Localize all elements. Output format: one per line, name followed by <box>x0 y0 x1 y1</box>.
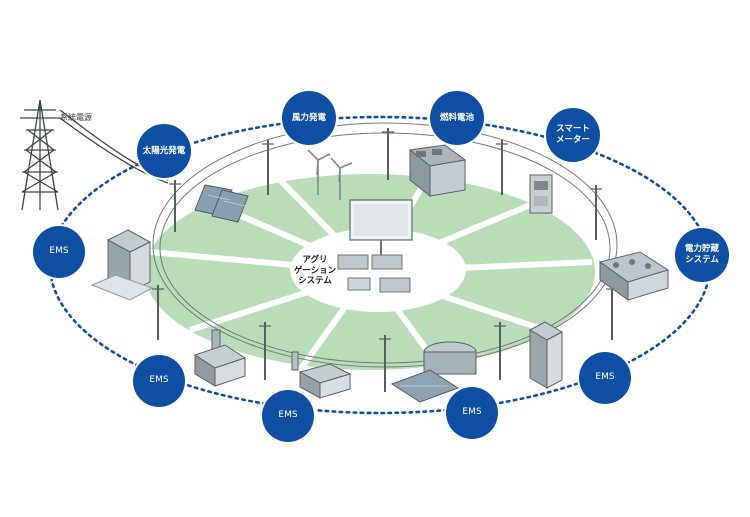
utility-pole-icon <box>259 322 271 380</box>
solar-node: 太陽光発電 <box>137 124 191 178</box>
storage-node: 電力貯蔵 システム <box>675 228 729 282</box>
ems-node-factory: EMS <box>133 355 185 407</box>
utility-pole-icon <box>169 180 181 232</box>
ems-node-label: EMS <box>278 410 298 421</box>
ems-node-label: EMS <box>149 375 169 386</box>
store-icon <box>291 351 352 399</box>
ems-node-apartment: EMS <box>579 352 631 404</box>
utility-pole-icon <box>496 140 508 195</box>
wind-turbine-icon <box>307 149 353 200</box>
utility-pole-icon <box>382 128 394 180</box>
fuel-cell-node: 燃料電池 <box>430 91 484 145</box>
ems-node-store: EMS <box>262 390 314 442</box>
utility-pole-icon <box>379 335 391 392</box>
solar-panel-icon <box>194 184 249 223</box>
smart-meter-node: スマート メーター <box>546 108 600 162</box>
aggregation-label-line-1: アグリ <box>302 255 328 265</box>
utility-pole-icon <box>590 185 602 240</box>
aggregation-label-line-2: ゲーション <box>293 265 337 276</box>
solar-node-label: 太陽光発電 <box>142 145 186 156</box>
storage-node-label-2: システム <box>685 255 719 265</box>
smart-meter-node-label-1: スマート <box>556 124 590 135</box>
utility-pole-icon <box>152 285 164 340</box>
wind-node: 風力発電 <box>282 91 336 145</box>
wind-node-label: 風力発電 <box>291 112 326 123</box>
aggregation-label-line-3: システム <box>298 276 332 287</box>
office-building-icon <box>90 229 154 301</box>
utility-pole-icon <box>606 285 618 340</box>
storage-node-label-1: 電力貯蔵 <box>684 244 719 255</box>
factory-icon <box>193 329 247 387</box>
utility-pole-icon <box>494 322 506 380</box>
fuel-cell-node-label: 燃料電池 <box>439 112 474 123</box>
ems-node-label: EMS <box>462 407 482 418</box>
grid-power-label: 系統電源 <box>60 113 92 122</box>
smart-meter-node-label-2: メーター <box>555 135 590 145</box>
apartment-building-icon <box>528 321 564 389</box>
utility-poles <box>152 128 618 392</box>
control-room-icon <box>337 199 413 293</box>
rooftop-solar-building-icon <box>390 341 477 403</box>
battery-storage-icon <box>598 251 670 301</box>
ems-node-office: EMS <box>33 226 85 278</box>
smart-meter-icon <box>529 174 553 214</box>
central-plaza <box>290 228 466 312</box>
ems-node-solar-building: EMS <box>446 387 498 439</box>
ems-node-label: EMS <box>595 372 615 383</box>
utility-pole-icon <box>262 140 274 195</box>
aggregation-system-label: アグリ ゲーション システム <box>285 255 345 287</box>
fuel-cell-icon <box>408 144 467 198</box>
ems-node-label: EMS <box>49 246 69 257</box>
